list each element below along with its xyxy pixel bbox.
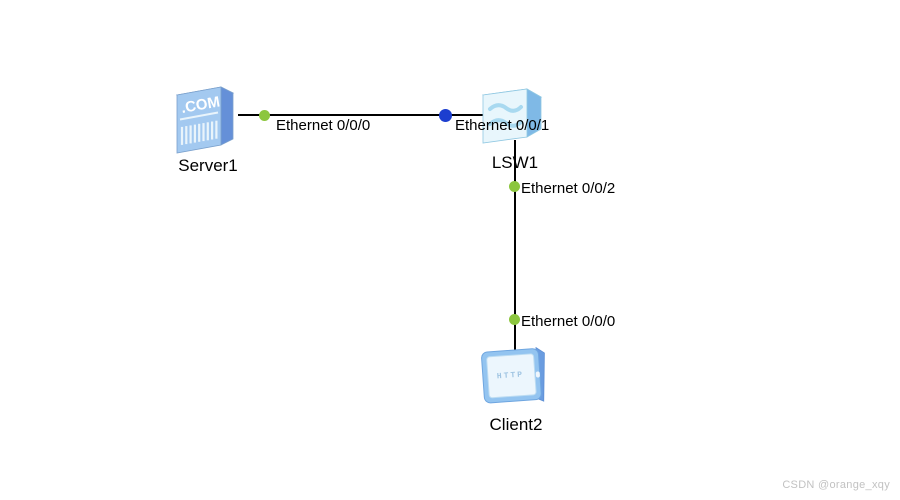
port-label-lsw1-e002: Ethernet 0/0/2 [521, 180, 616, 197]
link-server1-lsw1[interactable] [238, 114, 489, 116]
device-label-lsw1: LSW1 [491, 153, 539, 172]
device-client2[interactable]: HTTP Client2 [480, 347, 552, 435]
port-status-dot-client2-e000 [509, 314, 520, 325]
switch-arrow-glyphs [488, 103, 523, 128]
device-server1[interactable]: .COM Server1 [176, 82, 240, 176]
server-badge-text: .COM [180, 93, 222, 117]
client-icon: HTTP [481, 347, 545, 404]
device-lsw1[interactable]: LSW1 [482, 84, 548, 173]
link-lsw1-client2[interactable] [514, 140, 516, 352]
port-label-client2-e000: Ethernet 0/0/0 [521, 313, 616, 330]
server-icon: .COM [176, 86, 235, 154]
server-vents [180, 120, 218, 145]
port-status-dot-lsw1-e002 [509, 181, 520, 192]
port-status-dot-lsw1-e001 [439, 109, 452, 122]
watermark-text: CSDN @orange_xqy [782, 479, 890, 491]
port-label-server1-e000: Ethernet 0/0/0 [276, 117, 371, 134]
switch-icon [482, 88, 543, 144]
device-label-server1: Server1 [178, 156, 238, 175]
port-status-dot-server1-e000 [259, 110, 270, 121]
port-label-lsw1-e001: Ethernet 0/0/1 [455, 117, 550, 134]
client-badge-text: HTTP [497, 370, 525, 381]
device-label-client2: Client2 [489, 415, 543, 434]
